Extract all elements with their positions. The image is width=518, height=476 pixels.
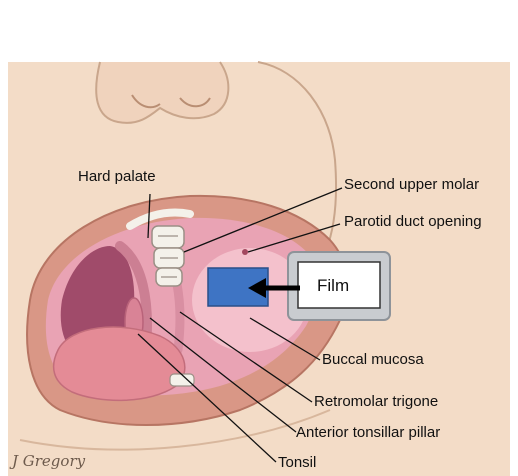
label-buccal-mucosa: Buccal mucosa — [322, 351, 424, 368]
label-anterior-tonsillar-pillar: Anterior tonsillar pillar — [296, 424, 440, 441]
artist-signature: J Gregory — [12, 452, 85, 470]
lower-teeth — [170, 374, 194, 386]
label-film: Film — [317, 276, 349, 296]
label-retromolar-trigone: Retromolar trigone — [314, 393, 438, 410]
label-second-upper-molar: Second upper molar — [344, 176, 479, 193]
label-tonsil: Tonsil — [278, 454, 316, 471]
label-parotid-duct-opening: Parotid duct opening — [344, 213, 482, 230]
parotid-duct-dot — [242, 249, 248, 255]
label-hard-palate: Hard palate — [78, 168, 156, 185]
molar-teeth — [152, 226, 184, 286]
tongue — [54, 327, 185, 400]
